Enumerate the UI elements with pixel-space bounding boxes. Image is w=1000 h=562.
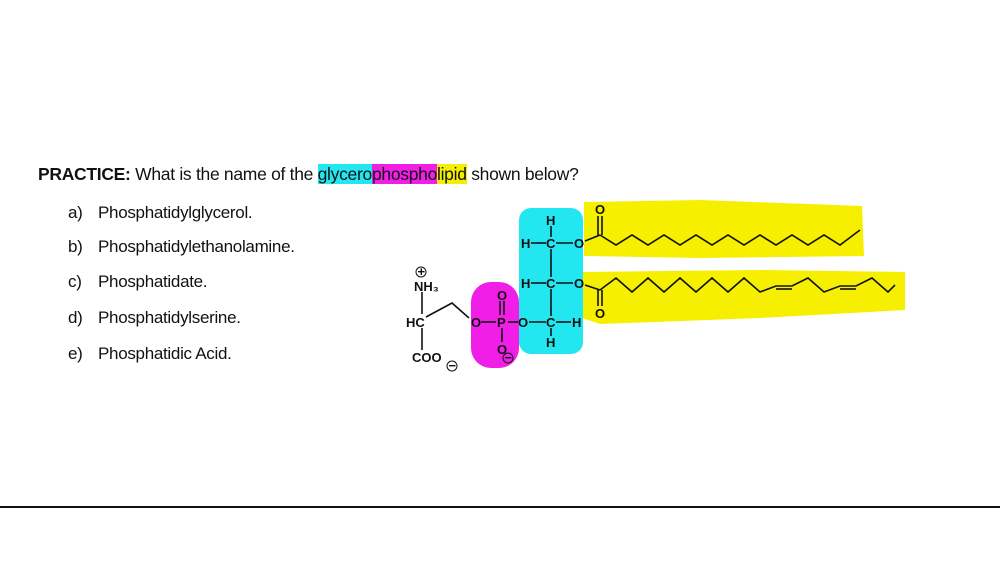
option-e: e) Phosphatidic Acid. bbox=[68, 344, 232, 364]
atom-labels: + NH₃ HC COO − O P O O − O C H H C H O C… bbox=[406, 202, 605, 373]
fatty-acid-highlight-bottom bbox=[582, 270, 905, 324]
option-label: Phosphatidylglycerol. bbox=[98, 203, 253, 222]
option-c: c) Phosphatidate. bbox=[68, 272, 208, 292]
option-letter: e) bbox=[68, 344, 83, 363]
hydrogen-label: H bbox=[521, 276, 530, 291]
carbonyl-oxygen-label: O bbox=[595, 306, 605, 321]
option-label: Phosphatidylethanolamine. bbox=[98, 237, 295, 256]
bonds bbox=[421, 216, 896, 350]
question-body: What is the name of the bbox=[130, 164, 318, 184]
option-label: Phosphatidate. bbox=[98, 272, 208, 291]
glycerol-oxygen-label: O bbox=[518, 315, 528, 330]
option-letter: d) bbox=[68, 308, 83, 327]
positive-charge-icon bbox=[415, 266, 427, 278]
option-label: Phosphatidylserine. bbox=[98, 308, 241, 327]
negative-charge-icon bbox=[502, 352, 514, 364]
practice-label: PRACTICE: bbox=[38, 164, 131, 184]
negative-charge-icon bbox=[446, 360, 458, 372]
hydrogen-label: H bbox=[546, 335, 555, 350]
carbonyl-oxygen-label: O bbox=[595, 202, 605, 217]
amine-label: NH₃ bbox=[414, 279, 439, 294]
hydrogen-label: H bbox=[546, 213, 555, 228]
phosphate-highlight bbox=[471, 282, 519, 368]
hydrogen-label: H bbox=[521, 236, 530, 251]
glycerol-highlight bbox=[519, 208, 583, 354]
oxygen-label: O bbox=[574, 236, 584, 251]
highlights bbox=[471, 200, 905, 368]
divider-line bbox=[0, 506, 1000, 508]
carbon-label: C bbox=[546, 315, 556, 330]
carbon-label: C bbox=[546, 276, 556, 291]
option-label: Phosphatidic Acid. bbox=[98, 344, 232, 363]
question-text: PRACTICE: What is the name of the glycer… bbox=[38, 164, 579, 185]
hydrogen-label: H bbox=[572, 315, 581, 330]
ester-oxygen-label: O bbox=[471, 315, 481, 330]
highlight-lipid: lipid bbox=[437, 164, 467, 184]
option-letter: b) bbox=[68, 237, 83, 256]
fatty-acid-highlight-top bbox=[584, 200, 864, 258]
phosphoryl-oxygen-label: O bbox=[497, 288, 507, 303]
option-d: d) Phosphatidylserine. bbox=[68, 308, 241, 328]
option-a: a) Phosphatidylglycerol. bbox=[68, 203, 253, 223]
phosphate-oxygen-label: O bbox=[497, 342, 507, 357]
phosphorus-label: P bbox=[497, 315, 506, 330]
option-letter: a) bbox=[68, 203, 83, 222]
question-end: shown below? bbox=[466, 164, 579, 184]
carbon-label: C bbox=[546, 236, 556, 251]
minus-sign: − bbox=[449, 358, 457, 373]
plus-sign: + bbox=[418, 264, 426, 279]
highlight-phospho: phospho bbox=[371, 164, 437, 184]
oxygen-label: O bbox=[574, 276, 584, 291]
highlight-glycero: glycero bbox=[317, 164, 372, 184]
carboxylate-label: COO bbox=[412, 350, 442, 365]
option-b: b) Phosphatidylethanolamine. bbox=[68, 237, 295, 257]
option-letter: c) bbox=[68, 272, 82, 291]
alpha-carbon-label: HC bbox=[406, 315, 425, 330]
minus-sign: − bbox=[505, 350, 513, 365]
